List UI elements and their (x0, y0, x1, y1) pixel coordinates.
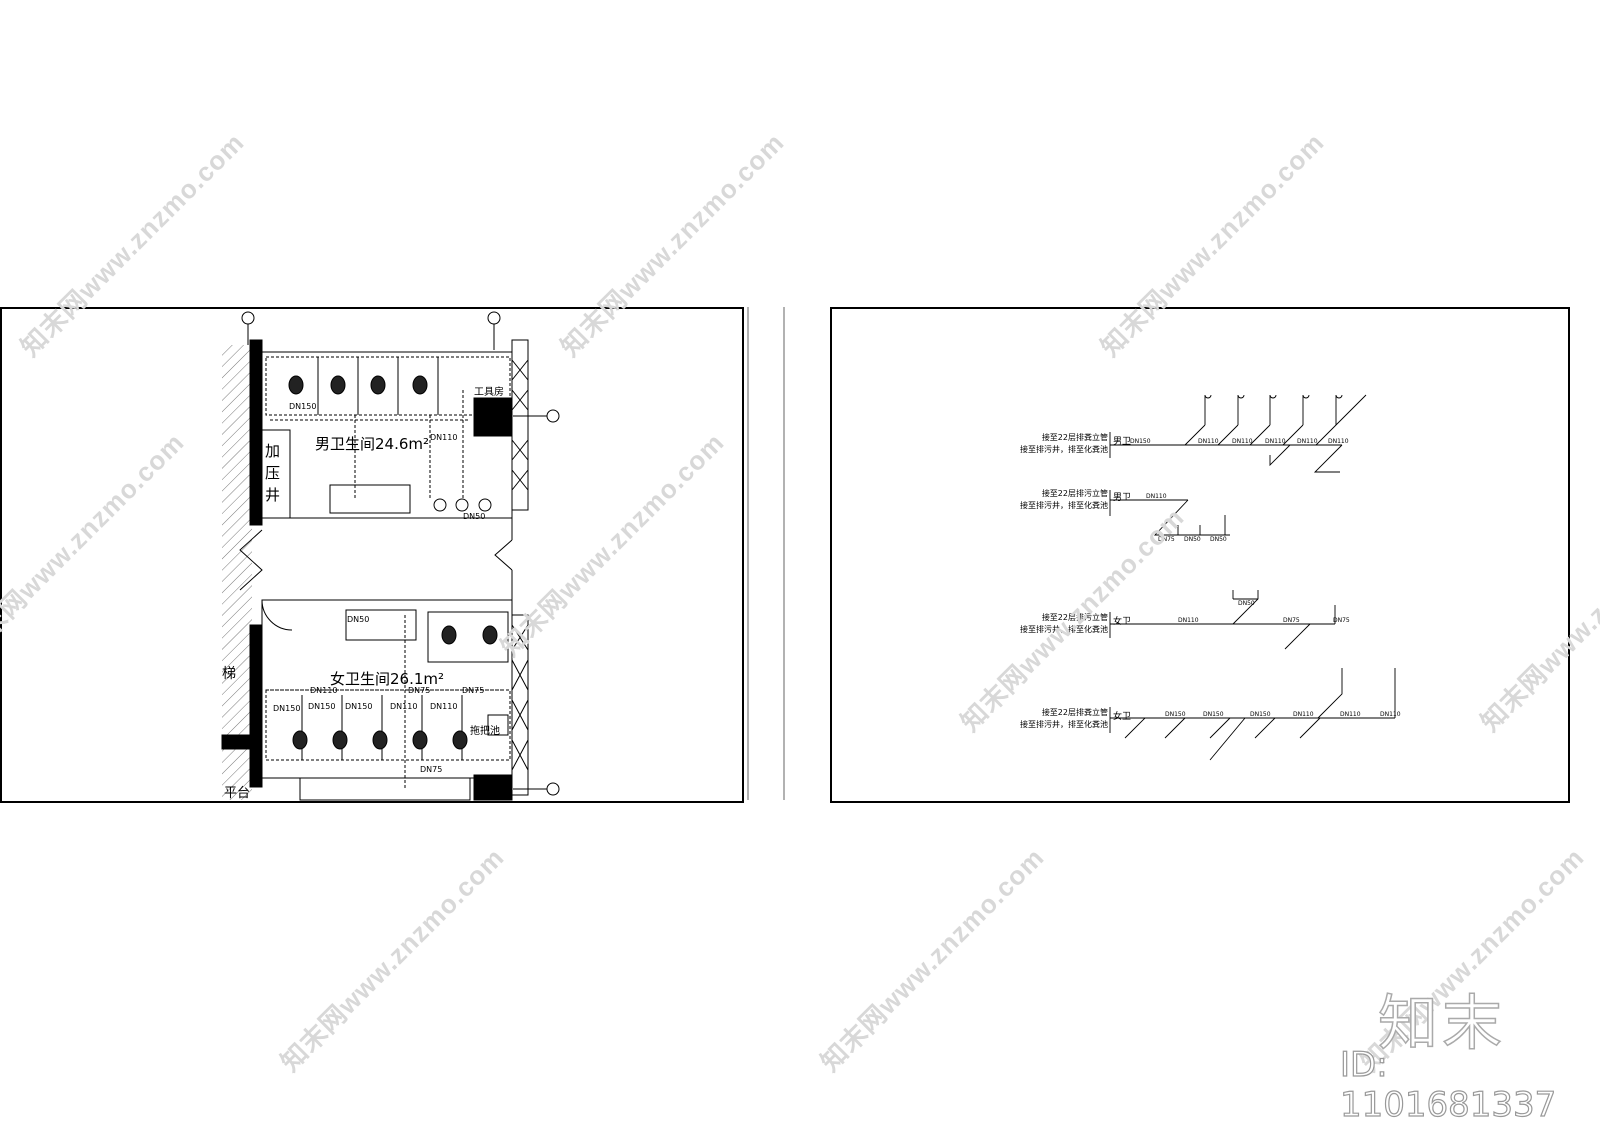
tool-room-label: 工具房 (474, 387, 504, 398)
pipe-label: DN110 (1178, 617, 1199, 624)
men-room-label: 男卫生间24.6m² (315, 435, 430, 453)
pipe-label: DN75 (420, 765, 443, 774)
pipe-label: DN150 (1203, 711, 1224, 718)
pipe-label: DN110 (1293, 711, 1314, 718)
znzmo-logo: 知末 (1377, 988, 1506, 1060)
pipe-label: DN50 (463, 512, 486, 521)
women-waste-note: 接至22层排污立管 接至排污井，排至化粪池 (1020, 613, 1108, 634)
pipe-label: DN110 (390, 702, 418, 711)
mop-sink-label: 拖把池 (470, 726, 500, 737)
platform-label: 平台 (224, 786, 251, 801)
pipe-label: DN75 (1333, 617, 1350, 624)
men-waste-room: 男卫 (1113, 493, 1132, 503)
stair-label: 梯 (222, 666, 236, 682)
men-waste-note: 接至22层排污立管 接至排污井，排至化粪池 (1020, 489, 1108, 510)
pipe-label: DN110 (310, 686, 338, 695)
pressure-shaft-label: 加 压 井 (265, 442, 281, 504)
pipe-label: DN75 (408, 686, 431, 695)
image-id: ID: 1101681337 (1339, 1044, 1557, 1125)
pipe-label: DN75 (1283, 617, 1300, 624)
pipe-label: DN75 (1158, 536, 1175, 543)
pipe-label: DN110 (430, 433, 458, 442)
pipe-label: DN110 (1232, 438, 1253, 445)
pipe-label: DN150 (273, 704, 301, 713)
pipe-label: DN150 (345, 702, 373, 711)
pipe-label: DN50 (347, 615, 370, 624)
women-room-label: 女卫生间26.1m² (330, 670, 445, 688)
pipe-label: DN50 (1210, 536, 1227, 543)
men-soil-room: 男卫 (1113, 437, 1132, 447)
pipe-label: DN110 (1198, 438, 1219, 445)
women-soil-note: 接至22层排粪立管 接至排污井，排至化粪池 (1020, 708, 1108, 729)
system-diagram (1109, 394, 1396, 761)
pipe-label: DN110 (1380, 711, 1401, 718)
pipe-label: DN150 (289, 402, 317, 411)
pipe-label: DN110 (1265, 438, 1286, 445)
men-soil-note: 接至22层排粪立管 接至排污井，排至化粪池 (1020, 433, 1108, 454)
pipe-label: DN50 (1184, 536, 1201, 543)
pipe-label: DN75 (462, 686, 485, 695)
pipe-label: DN110 (430, 702, 458, 711)
women-waste-room: 女卫 (1113, 617, 1132, 627)
pipe-label: DN110 (1340, 711, 1361, 718)
pipe-label: DN110 (1146, 493, 1167, 500)
pipe-label: DN150 (1250, 711, 1271, 718)
pipe-label: DN110 (1328, 438, 1349, 445)
pipe-label: DN110 (1297, 438, 1318, 445)
system-diagram-sheet (830, 307, 1570, 803)
pipe-label: DN150 (1130, 438, 1151, 445)
floor-plan (221, 311, 560, 801)
pipe-label: DN150 (308, 702, 336, 711)
pipe-label: DN150 (1165, 711, 1186, 718)
pipe-label: DN50 (1238, 600, 1255, 607)
women-soil-room: 女卫 (1113, 712, 1132, 722)
